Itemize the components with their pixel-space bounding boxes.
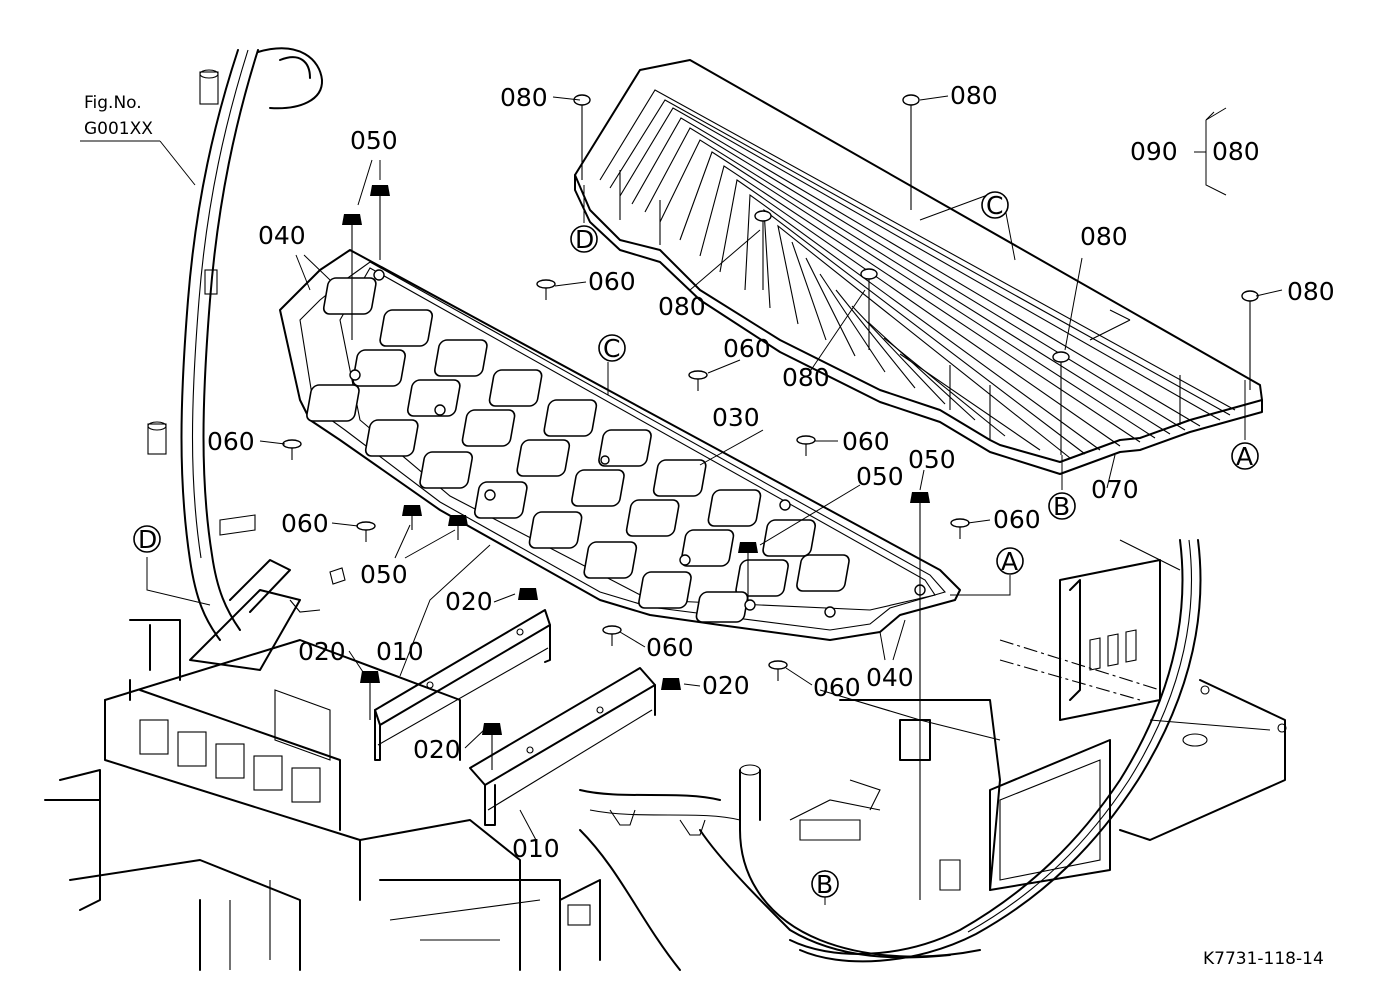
callout-010: 010 <box>376 637 424 666</box>
callout-060: 060 <box>813 673 861 702</box>
callout-080: 080 <box>500 83 548 112</box>
rivet-080 <box>573 94 591 180</box>
callout-060: 060 <box>993 505 1041 534</box>
bolt-020 <box>482 723 502 770</box>
svg-text:D: D <box>575 225 594 254</box>
callout-050: 050 <box>350 126 398 155</box>
bolt-050 <box>738 542 758 600</box>
marker-c-upper: C <box>981 191 1009 220</box>
callout-060: 060 <box>723 334 771 363</box>
callout-080: 080 <box>1080 222 1128 251</box>
svg-text:D: D <box>138 525 157 554</box>
callout-060: 060 <box>207 427 255 456</box>
bolt-050 <box>402 505 422 530</box>
clip-060 <box>536 279 556 300</box>
callout-labels: 080 080 080 080 080 080 050 050 050 050 … <box>207 81 1335 863</box>
figure-ref-line1: Fig.No. <box>84 93 142 113</box>
chassis-frame <box>44 514 601 971</box>
marker-d-lower: D <box>133 525 161 554</box>
bolt-050 <box>370 185 390 260</box>
bolt-050 <box>342 214 362 340</box>
clip-060 <box>950 518 970 539</box>
callout-020: 020 <box>445 587 493 616</box>
callout-040: 040 <box>258 221 306 250</box>
callout-040: 040 <box>866 663 914 692</box>
clips-060 <box>282 279 970 681</box>
bolts-050 <box>342 185 930 900</box>
callout-050: 050 <box>856 462 904 491</box>
marker-c-lower: C <box>598 334 626 363</box>
marker-b-lower: B <box>811 870 839 899</box>
clip-060 <box>688 370 708 391</box>
bolt-020 <box>360 671 380 720</box>
rivets-080 <box>573 94 1259 455</box>
leader-lines <box>80 95 1283 905</box>
clip-060 <box>602 625 622 646</box>
marker-b-upper: B <box>1048 492 1076 521</box>
callout-060: 060 <box>588 267 636 296</box>
bolt-020 <box>661 678 681 690</box>
callout-050: 050 <box>360 560 408 589</box>
callout-010: 010 <box>512 834 560 863</box>
rivet-080 <box>754 210 772 290</box>
clip-060 <box>768 660 788 681</box>
bolts-020 <box>360 588 681 770</box>
svg-text:C: C <box>603 334 620 363</box>
svg-text:C: C <box>986 191 1003 220</box>
callout-030: 030 <box>712 403 760 432</box>
letter-markers: C C D D A A B B <box>133 191 1259 899</box>
clip-060 <box>356 521 376 542</box>
figure-reference: Fig.No. G001XX <box>84 93 153 139</box>
kit-note-right: 080 <box>1212 137 1260 166</box>
floor-mat-070 <box>574 59 1263 475</box>
callout-080: 080 <box>1287 277 1335 306</box>
bolt-050 <box>448 515 468 540</box>
figure-ref-line2: G001XX <box>84 119 153 139</box>
callout-060: 060 <box>842 427 890 456</box>
callout-070: 070 <box>1091 475 1139 504</box>
bracket-010-upper <box>374 609 551 761</box>
bolt-020 <box>518 588 538 600</box>
svg-text:B: B <box>816 870 833 899</box>
marker-d-upper: D <box>570 225 598 254</box>
svg-text:A: A <box>1236 442 1253 471</box>
tray-grid-cells <box>306 277 850 623</box>
cab-frame-left <box>147 47 324 641</box>
rivet-080 <box>860 268 878 350</box>
callout-080: 080 <box>782 363 830 392</box>
rivet-080 <box>1052 351 1070 455</box>
callout-020: 020 <box>702 671 750 700</box>
cab-floor <box>579 689 1001 971</box>
callout-060: 060 <box>646 633 694 662</box>
marker-a-upper: A <box>1231 442 1259 471</box>
kit-note: 090 080 <box>1130 137 1260 166</box>
svg-text:A: A <box>1001 547 1018 576</box>
callout-080: 080 <box>658 292 706 321</box>
callout-020: 020 <box>413 735 461 764</box>
clip-060 <box>796 435 816 456</box>
kit-note-left: 090 <box>1130 137 1178 166</box>
bracket-010-lower <box>469 667 656 826</box>
clip-060 <box>282 439 302 460</box>
marker-a-lower: A <box>996 547 1024 576</box>
bolt-050 <box>910 492 930 900</box>
diagram-code: K7731-118-14 <box>1203 949 1324 969</box>
storage-tray-030 <box>279 249 961 641</box>
svg-text:B: B <box>1053 492 1070 521</box>
cab-frame-right <box>789 539 1287 963</box>
callout-020: 020 <box>298 637 346 666</box>
callout-050: 050 <box>908 445 956 474</box>
rivet-080 <box>1241 290 1259 390</box>
callout-060: 060 <box>281 509 329 538</box>
mat-grooves <box>599 89 1236 459</box>
rivet-080 <box>902 94 920 210</box>
callout-080: 080 <box>950 81 998 110</box>
